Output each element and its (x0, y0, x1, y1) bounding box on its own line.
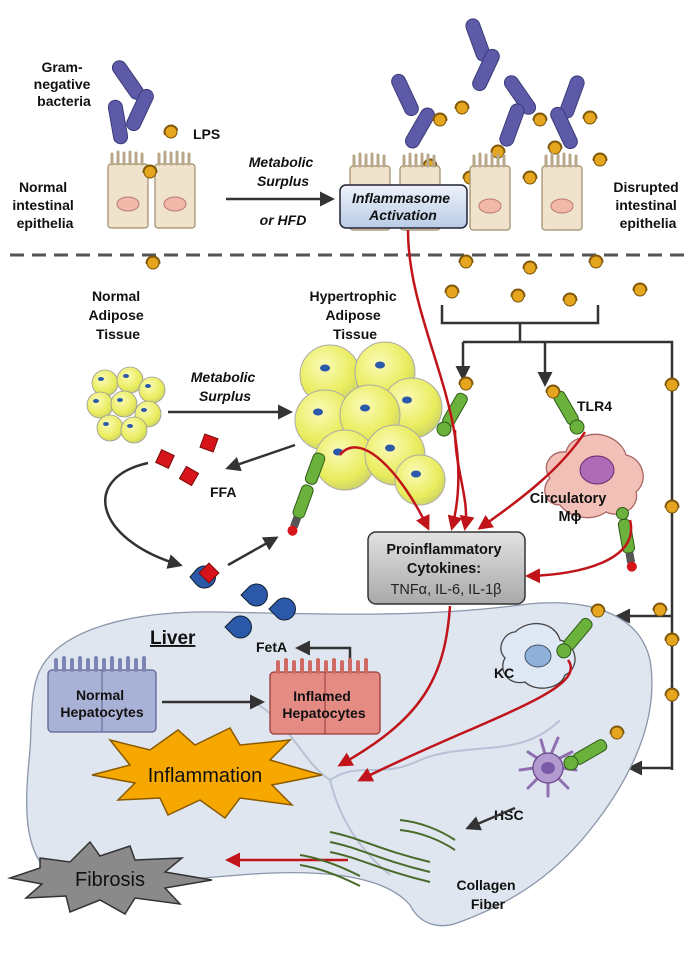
red-arrows-liver (225, 605, 572, 868)
metabolic-surplus-mid-label: Metabolic Surplus (191, 369, 259, 404)
or-hfd-label: or HFD (260, 212, 307, 228)
feta-label: FetA (256, 639, 287, 655)
gram-negative-label: Gram- negative bacteria (34, 59, 95, 109)
tlr4-label: TLR4 (577, 398, 612, 414)
metabolic-surplus-top-label: Metabolic Surplus (249, 154, 317, 189)
inflammation-label: Inflammation (148, 765, 263, 787)
lps-bound-kc (590, 603, 606, 618)
hsc-to-collagen-arrow (465, 806, 516, 831)
normal-epithelia-cells (106, 150, 197, 230)
fibrosis-label: Fibrosis (75, 869, 145, 891)
cytokines-label: Proinflammatory Cytokines: TNFα, IL-6, I… (386, 542, 505, 598)
normal-hepatocytes-label: Normal Hepatocytes (60, 687, 143, 720)
macrophage-nucleus (579, 455, 615, 485)
normal-hepatocytes (47, 656, 157, 733)
lps-bracket (440, 305, 674, 770)
tlr4-receptor-ffa (287, 452, 326, 536)
bacteria-cluster-right (388, 16, 587, 152)
bacteria-cluster-left (106, 57, 157, 146)
hypertrophic-adipose-tissue (294, 341, 446, 506)
hepatic-stellate-cell (518, 736, 578, 798)
normal-adipose-tissue (86, 366, 166, 444)
normal-adipose-label: Normal Adipose Tissue (88, 288, 147, 342)
inflamed-hepatocytes (269, 658, 381, 735)
inflammasome-label: Inflammasome Activation (352, 190, 454, 223)
complex-to-receptor-arrow (227, 536, 279, 567)
ffa-label: FFA (210, 484, 236, 500)
liver-label: Liver (150, 628, 196, 649)
ffa-to-feta-arrow (104, 461, 183, 569)
inflamed-hepatocytes-label: Inflamed Hepatocytes (282, 688, 365, 721)
lps-label: LPS (193, 126, 220, 142)
collagen-fiber-label: Collagen Fiber (456, 877, 519, 912)
tlr4-receptor-macrophage-lower (615, 506, 637, 572)
ffa-particles (155, 433, 219, 487)
lps-particles-circulating (652, 377, 680, 702)
ffa-feta-complex (189, 562, 220, 589)
lps-bound-macrophage (545, 384, 561, 399)
collagen-fibers (299, 819, 456, 887)
ffa-release-arrow (225, 443, 296, 472)
circulatory-mphi-label: Circulatory Mϕ (530, 491, 611, 525)
normal-epithelia-label: Normal intestinal epithelia (12, 179, 77, 231)
lps-particle (161, 122, 181, 141)
kc-label: KC (494, 665, 514, 681)
lps-bound-hsc (609, 725, 625, 740)
inflammation-burst (91, 727, 323, 820)
cytokines-box (367, 531, 526, 605)
lps-bound-adipose (458, 376, 474, 391)
hsc-label: HSC (494, 807, 524, 823)
disrupted-epithelia-label: Disrupted intestinal epithelia (613, 179, 682, 231)
hypertrophic-adipose-label: Hypertrophic Adipose Tissue (309, 288, 400, 342)
red-arrows-to-cytokines (339, 229, 633, 584)
fibrosis-burst (7, 840, 213, 916)
kupffer-nucleus (524, 644, 552, 668)
feta-molecules (224, 583, 296, 639)
inflammasome-box (339, 184, 468, 229)
